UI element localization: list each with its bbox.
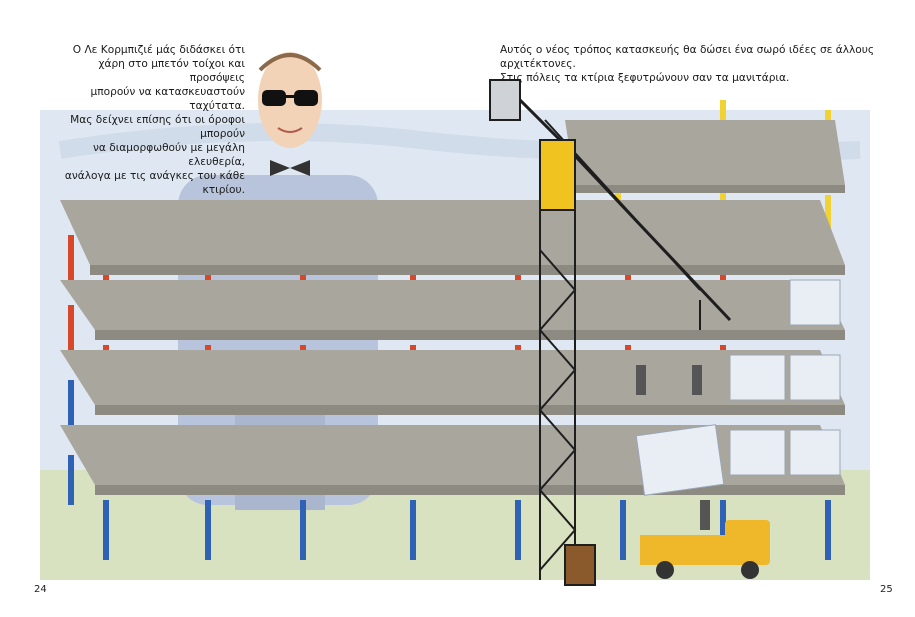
architect-hair bbox=[258, 53, 322, 72]
right-text-line: Στις πόλεις τα κτίρια ξεφυτρώνουν σαν τα… bbox=[500, 72, 790, 84]
architect-smile bbox=[277, 127, 303, 133]
left-text-line: Ο Λε Κορμπιζιέ μάς διδάσκει ότι bbox=[72, 44, 245, 56]
crane-base bbox=[564, 544, 596, 586]
page-number-right: 25 bbox=[880, 584, 893, 595]
truck-cab bbox=[725, 520, 770, 565]
right-text-line: Αυτός ο νέος τρόπος κατασκευής θα δώσει … bbox=[500, 44, 875, 70]
crane-cab bbox=[539, 139, 576, 211]
hanging-window-panel bbox=[635, 424, 725, 496]
truck-wheel-rear bbox=[656, 561, 674, 579]
left-text-line: να διαμορφωθούν με μεγάλη ελευθερία, bbox=[92, 142, 245, 168]
left-text-line: μπορούν να κατασκευαστούν ταχύτατα. bbox=[90, 86, 246, 112]
slab-roof bbox=[60, 200, 845, 265]
slab-top bbox=[565, 120, 845, 185]
left-page-text: Ο Λε Κορμπιζιέ μάς διδάσκει ότι χάρη στο… bbox=[40, 43, 245, 197]
left-text-line: ανάλογα με τις ανάγκες του κάθε κτιρίου. bbox=[64, 170, 245, 196]
slab-3 bbox=[60, 280, 845, 330]
bowtie-icon bbox=[270, 160, 310, 176]
page-number-left: 24 bbox=[34, 584, 47, 595]
left-text-line: χάρη στο μπετόν τοίχοι και προσόψεις bbox=[98, 58, 245, 84]
facade-windows bbox=[635, 279, 841, 496]
architect-head bbox=[258, 52, 322, 148]
workers bbox=[636, 365, 710, 530]
right-page-text: Αυτός ο νέος τρόπος κατασκευής θα δώσει … bbox=[500, 43, 890, 85]
left-text-line: Μας δείχνει επίσης ότι οι όροφοι μπορούν bbox=[70, 114, 245, 140]
truck-wheel-front bbox=[741, 561, 759, 579]
crane-counterweight bbox=[489, 79, 521, 121]
delivery-truck bbox=[640, 520, 770, 579]
slab-1 bbox=[60, 425, 845, 485]
slab-2 bbox=[60, 350, 845, 405]
truck-bed bbox=[640, 535, 730, 565]
tower-crane bbox=[489, 78, 732, 586]
glasses-icon bbox=[262, 90, 318, 106]
